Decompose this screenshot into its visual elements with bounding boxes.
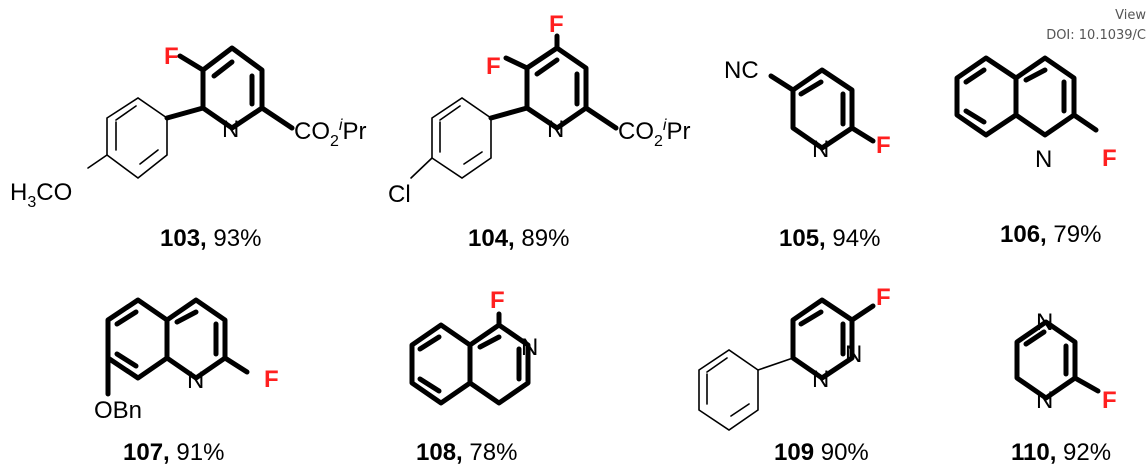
structure-107: N F OBn — [94, 297, 279, 424]
cl-bond-104 — [410, 157, 433, 179]
caption-107: 107, 91% — [123, 439, 224, 466]
quinoline-ring-107 — [105, 297, 228, 381]
structure-109: F N N — [698, 284, 891, 431]
nitrile-group-105: NC — [724, 57, 759, 84]
atom-n-b-109: N — [812, 366, 829, 393]
structure-108: F N — [409, 287, 538, 406]
atom-f-side-104: F — [486, 53, 501, 80]
ome-bond-103 — [87, 154, 108, 169]
bonds-104 — [488, 33, 619, 131]
caption-110: 110, 92% — [1011, 439, 1111, 466]
caption-103: 103, 93% — [160, 225, 261, 252]
atom-n-104: N — [547, 116, 564, 143]
atom-n-107: N — [187, 367, 204, 394]
atom-f-108: F — [490, 287, 505, 314]
structure-106: N F — [954, 55, 1117, 173]
structure-105: NC N F — [724, 57, 891, 163]
bonds-105 — [768, 73, 876, 144]
bonds-107 — [105, 355, 250, 397]
atom-f-107: F — [264, 366, 279, 393]
phenyl-ring-103 — [106, 97, 168, 180]
caption-106: 106, 79% — [1000, 221, 1101, 248]
watermark-view: View — [1115, 8, 1146, 23]
f-bond-109 — [849, 303, 876, 323]
atom-f-105: F — [876, 132, 891, 159]
atom-f-110: F — [1102, 387, 1117, 414]
atom-n-105: N — [812, 136, 829, 163]
atom-f-top-104: F — [549, 11, 564, 38]
atom-f-103: F — [164, 43, 179, 70]
atom-n-108: N — [521, 334, 538, 361]
phenyl-ring-104 — [431, 97, 492, 179]
structure-104: F F N CO2iPr Cl — [388, 11, 690, 208]
pyrazine-ring-110 — [1014, 319, 1078, 401]
methoxy-group-103: H3CO — [10, 179, 72, 211]
atom-n-bottom-110: N — [1036, 387, 1053, 414]
isoquinoline-ring-108 — [409, 322, 531, 406]
structure-110: N N F — [1014, 309, 1117, 414]
phenyl-ring-109 — [698, 349, 759, 431]
caption-105: 105, 94% — [779, 225, 880, 252]
doi-watermark: View DOI: 10.1039/C — [1046, 6, 1146, 46]
atom-f-109: F — [876, 284, 891, 311]
watermark-doi: DOI: 10.1039/C — [1046, 28, 1146, 43]
caption-109: 109 90% — [774, 439, 869, 466]
atom-n-103: N — [222, 116, 239, 143]
caption-108: 108, 78% — [416, 439, 517, 466]
phenyl-bond-109 — [757, 357, 794, 371]
f-bond-110 — [1072, 375, 1101, 394]
caption-104: 104, 89% — [468, 225, 569, 252]
atom-n-top-110: N — [1036, 309, 1053, 336]
ester-group-103: CO2iPr — [294, 117, 366, 150]
ester-group-104: CO2iPr — [618, 117, 690, 150]
atom-n-a-109: N — [845, 341, 862, 368]
structure-103: F N CO2iPr H3CO — [10, 43, 366, 211]
atom-cl-104: Cl — [388, 181, 411, 208]
atom-n-106: N — [1035, 146, 1052, 173]
quinoline-ring-106 — [954, 55, 1077, 138]
atom-f-106: F — [1102, 145, 1117, 172]
f-bond-106 — [1071, 112, 1099, 133]
benzyloxy-group-107: OBn — [94, 397, 142, 424]
bonds-103 — [164, 53, 295, 131]
